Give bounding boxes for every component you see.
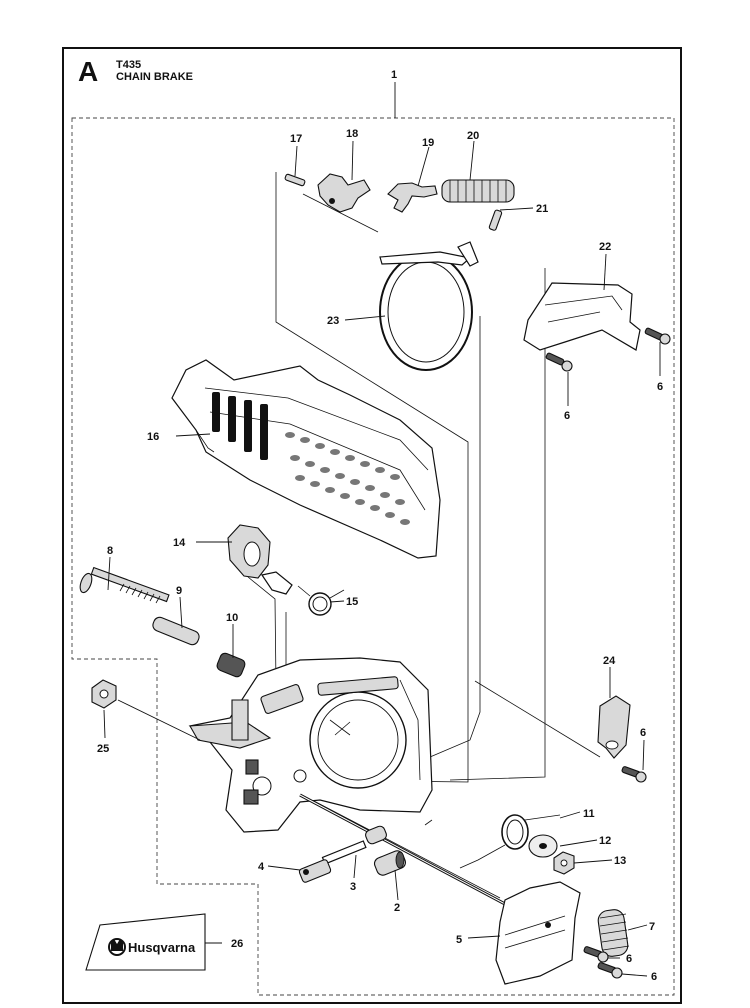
guard-ventilation-slots — [285, 432, 410, 525]
callout-6e: 6 — [651, 971, 657, 983]
callout-9: 9 — [176, 585, 182, 597]
callout-10: 10 — [226, 612, 238, 624]
part-18-knee-joint — [317, 173, 371, 213]
part-3-adjuster-screw — [321, 825, 387, 865]
part-25-nut — [91, 679, 117, 709]
callout-6d: 6 — [626, 953, 632, 965]
chain-adjuster-rod — [299, 793, 506, 906]
part-2-bushing — [373, 850, 407, 876]
assembly-group-outline — [71, 117, 675, 996]
part-8-bolt — [79, 566, 170, 604]
part-12-washer — [528, 834, 558, 858]
callout-3: 3 — [350, 881, 356, 893]
callout-12: 12 — [599, 835, 611, 847]
part-14-lever — [227, 524, 293, 595]
screw-icon — [583, 946, 609, 963]
part-17-pin — [284, 173, 306, 187]
callout-25: 25 — [97, 743, 109, 755]
callout-11: 11 — [583, 808, 595, 820]
leader-lines — [103, 82, 661, 977]
callout-8: 8 — [107, 545, 113, 557]
callout-21: 21 — [536, 203, 548, 215]
model-number: T435 — [116, 59, 142, 71]
part-13-nut — [553, 851, 575, 875]
part-16-front-hand-guard — [171, 359, 441, 559]
callout-1: 1 — [391, 69, 397, 81]
callout-26: 26 — [231, 938, 243, 950]
part-19-link — [387, 182, 438, 213]
callout-13: 13 — [614, 855, 626, 867]
husqvarna-crown-logo-icon — [108, 938, 126, 956]
callout-6b: 6 — [564, 410, 570, 422]
callout-6a: 6 — [657, 381, 663, 393]
callout-numbers: 1 17 18 19 20 21 22 23 6 6 16 8 14 9 15 … — [97, 69, 663, 983]
screw-icon — [597, 962, 623, 979]
callout-16: 16 — [147, 431, 159, 443]
callout-7: 7 — [649, 921, 655, 933]
callout-20: 20 — [467, 130, 479, 142]
callout-15: 15 — [346, 596, 358, 608]
part-4-adjuster-nut — [298, 859, 332, 883]
part-9-sleeve — [152, 616, 200, 646]
clutch-cover-body — [188, 657, 433, 833]
callout-5: 5 — [456, 934, 462, 946]
part-24-plate — [597, 695, 631, 759]
callout-2: 2 — [394, 902, 400, 914]
callout-6c: 6 — [640, 727, 646, 739]
part-10-bushing — [216, 652, 246, 678]
decal-brand-text: Husqvarna — [128, 940, 196, 955]
callout-23: 23 — [327, 315, 339, 327]
guard-ribs — [212, 392, 268, 460]
part-23-brake-band — [379, 241, 479, 371]
callout-22: 22 — [599, 241, 611, 253]
callout-19: 19 — [422, 137, 434, 149]
screw-icon — [545, 352, 573, 372]
part-7-spring — [597, 909, 630, 957]
diagram-title: CHAIN BRAKE — [116, 71, 193, 83]
callout-24: 24 — [603, 655, 616, 667]
screw-icon — [621, 766, 647, 783]
callout-18: 18 — [346, 128, 358, 140]
part-20-spring — [441, 179, 515, 203]
part-22-cover — [523, 282, 641, 351]
callout-17: 17 — [290, 133, 302, 145]
callout-4: 4 — [258, 861, 265, 873]
screw-icon — [644, 327, 671, 345]
part-26-decal: Husqvarna — [85, 913, 206, 971]
part-5-bar-plate — [495, 881, 581, 985]
diagram-frame — [62, 47, 682, 1004]
callout-14: 14 — [173, 537, 186, 549]
section-letter: A — [78, 56, 99, 87]
part-21-pin — [488, 209, 503, 231]
part-15-spring — [297, 585, 345, 616]
part-11-spring — [459, 814, 561, 869]
